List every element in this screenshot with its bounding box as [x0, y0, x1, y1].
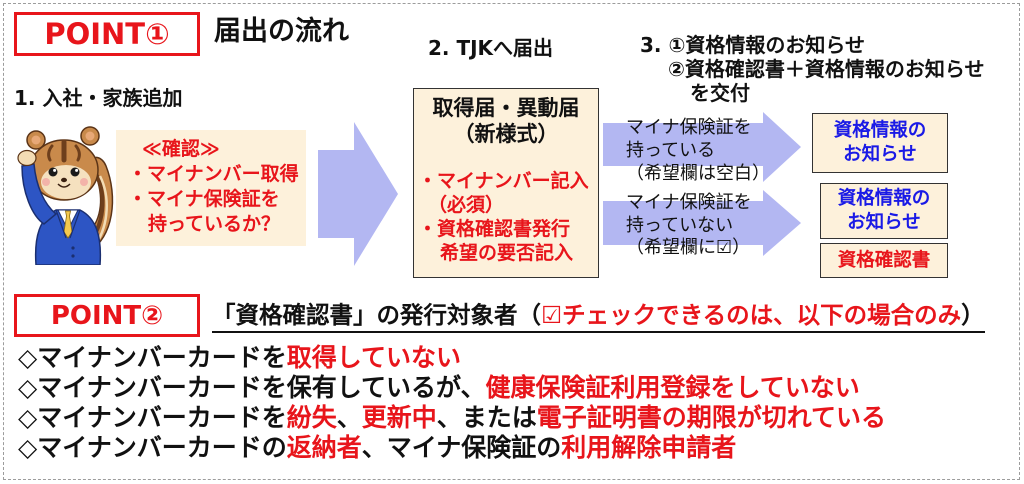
form-title-line: （新様式） — [453, 122, 559, 146]
form-title-line: 取得届・異動届 — [432, 96, 580, 120]
branch-condition-no-card: マイナ保険証を 持っていない （希望欄に☑） — [626, 192, 752, 260]
flow-arrow-shape — [318, 122, 398, 266]
result-line: お知らせ — [847, 212, 921, 233]
list-item-segment: 、または — [436, 403, 537, 432]
right-arrow-icon — [603, 112, 801, 182]
branch-condition-has-card: マイナ保険証を 持っている （希望欄は空白） — [626, 116, 770, 185]
list-item: ◇マイナンバーカードを保有しているが、 健康保険証利用登録をしていない — [18, 373, 886, 403]
right-arrow-icon — [603, 190, 801, 256]
form-title: 取得届・異動届 （新様式） — [414, 89, 598, 147]
form-note-line: ・資格確認書発行 — [418, 218, 571, 240]
result-line: お知らせ — [843, 144, 917, 165]
step3-line: を交付 — [690, 81, 750, 105]
branch-arrow-shape — [603, 112, 801, 182]
confirmation-line: ≪確認≫ — [142, 138, 220, 160]
list-item-segment: 紛失 — [286, 403, 337, 432]
heading-segment: 「資格確認書」の発行対象者（ — [212, 301, 541, 329]
list-item-segment: 健康保険証利用登録をしていない — [485, 373, 860, 402]
step3-line: 3. ①資格情報のお知らせ — [640, 33, 866, 57]
list-item-segment: 、マイナ保険証の — [361, 433, 562, 462]
list-item-segment: 利用解除申請者 — [561, 433, 737, 462]
dashed-frame — [3, 3, 1020, 480]
confirmation-box: ≪確認≫ ・マイナンバー取得 ・マイナ保険証を 持っているか？ — [116, 130, 306, 246]
mascot-head — [26, 126, 100, 201]
result-box-qualification-notice: 資格情報の お知らせ — [820, 183, 948, 239]
step1-label: 1. 入社・家族追加 — [14, 86, 183, 110]
step2-label: 2. TJKへ届出 — [428, 36, 554, 60]
right-arrow-icon — [318, 122, 398, 266]
condition-line: （希望欄に☑） — [626, 237, 751, 258]
step3-label: 3. ①資格情報のお知らせ ②資格確認書＋資格情報のお知らせ を交付 — [640, 33, 985, 105]
form-note-line: （必須） — [428, 194, 505, 216]
chipmunk-mascot-icon — [17, 126, 114, 265]
condition-line: マイナ保険証を — [626, 117, 752, 138]
point1-badge: POINT① — [14, 12, 200, 56]
list-item: ◇マイナンバーカードを 紛失 、 更新中 、または 電子証明書の期限が切れている — [18, 403, 886, 433]
heading-segment: ☑チェックできるのは、以下の場合のみ — [541, 301, 962, 329]
list-item-segment: 、 — [336, 403, 362, 432]
result-line: 資格情報の — [837, 188, 931, 209]
mascot-saluting-arm — [17, 149, 58, 225]
branch-arrow-shape — [603, 190, 801, 256]
list-item-segment: ◇マイナンバーカードを — [18, 403, 287, 432]
heading-segment: ） — [961, 301, 985, 329]
eligibility-list: ◇マイナンバーカードを 取得していない ◇マイナンバーカードを保有しているが、 … — [18, 343, 886, 463]
form-notes: ・マイナンバー記入 （必須） ・資格確認書発行 希望の要否記入 — [414, 169, 598, 265]
list-item-segment: 返納者 — [286, 433, 362, 462]
point2-heading: 「資格確認書」の発行対象者（ ☑チェックできるのは、以下の場合のみ ） — [212, 299, 985, 333]
notification-form-box: 取得届・異動届 （新様式） ・マイナンバー記入 （必須） ・資格確認書発行 希望… — [413, 88, 599, 278]
confirmation-line: ・マイナ保険証を — [128, 188, 280, 210]
list-item-segment: ◇マイナンバーカードの — [18, 433, 287, 462]
result-box-qualification-notice: 資格情報の お知らせ — [812, 113, 948, 173]
point2-badge: POINT② — [14, 294, 200, 337]
confirmation-line: ・マイナンバー取得 — [128, 163, 299, 185]
flow-title: 届出の流れ — [214, 16, 349, 47]
list-item-segment: 取得していない — [286, 343, 461, 372]
condition-line: 持っていない — [626, 214, 734, 236]
confirmation-line: 持っているか？ — [148, 213, 281, 235]
mascot-body — [34, 209, 102, 265]
list-item-segment: 更新中 — [361, 403, 437, 432]
list-item-segment: ◇マイナンバーカードを — [18, 343, 287, 372]
list-item-segment: 電子証明書の期限が切れている — [536, 403, 887, 432]
result-line: 資格確認書 — [837, 249, 931, 271]
form-note-line: 希望の要否記入 — [440, 242, 574, 264]
list-item: ◇マイナンバーカードの 返納者 、マイナ保険証の 利用解除申請者 — [18, 433, 886, 463]
list-item: ◇マイナンバーカードを 取得していない — [18, 343, 886, 373]
step3-line: ②資格確認書＋資格情報のお知らせ — [668, 57, 985, 81]
form-note-line: ・マイナンバー記入 — [418, 170, 589, 192]
condition-line: マイナ保険証を — [626, 192, 752, 213]
condition-line: 持っている — [626, 140, 716, 161]
list-item-segment: ◇マイナンバーカードを保有しているが、 — [18, 373, 486, 402]
result-line: 資格情報の — [833, 120, 927, 141]
condition-line: （希望欄は空白） — [626, 163, 770, 184]
result-box-qualification-certificate: 資格確認書 — [820, 243, 948, 278]
